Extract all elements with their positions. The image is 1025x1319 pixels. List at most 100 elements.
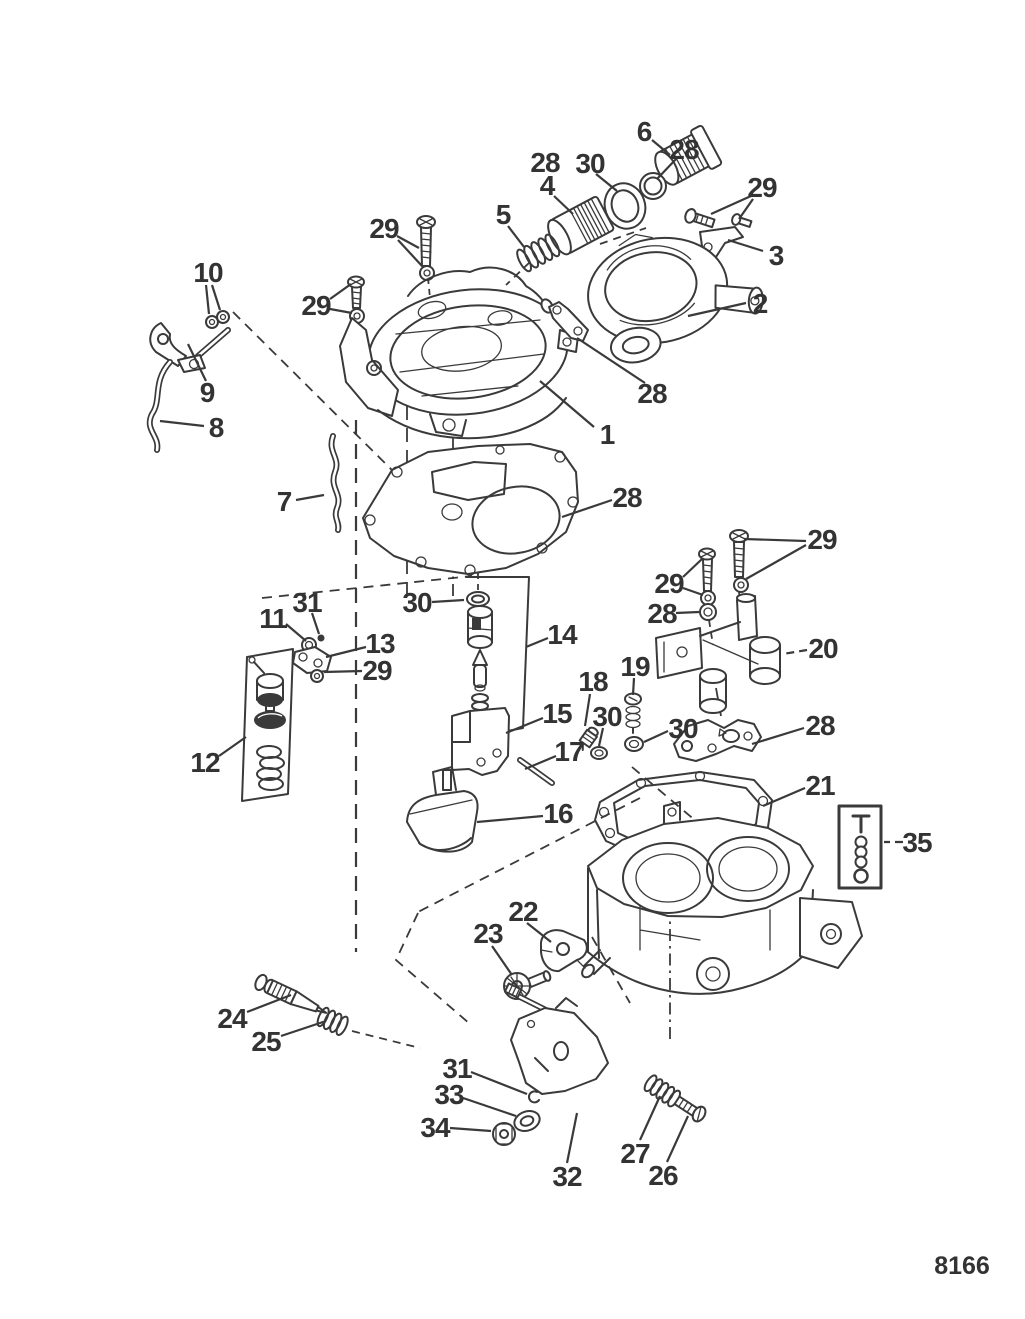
callout-29: 29 bbox=[362, 655, 392, 686]
callout-34: 34 bbox=[420, 1112, 451, 1143]
main-body-casting bbox=[581, 801, 863, 995]
leader-line-8 bbox=[159, 419, 205, 428]
callout-28: 28 bbox=[647, 598, 677, 629]
callout-35: 35 bbox=[902, 827, 932, 858]
part-2-choke-housing bbox=[587, 233, 764, 364]
part-28-plug-gasket bbox=[639, 172, 667, 200]
leader-line-28 bbox=[675, 610, 700, 615]
callout-28: 28 bbox=[637, 378, 667, 409]
callout-1: 1 bbox=[600, 419, 615, 450]
leader-line-28 bbox=[656, 157, 678, 180]
part-29-screw-short-right bbox=[698, 547, 716, 606]
leader-line-7 bbox=[295, 493, 325, 502]
callout-17: 17 bbox=[554, 736, 584, 767]
callout-22: 22 bbox=[508, 896, 538, 927]
part-25-needle-spring bbox=[316, 1006, 349, 1037]
leader-line-3 bbox=[727, 238, 764, 253]
part-8-choke-rod bbox=[146, 359, 173, 453]
leader-line-26 bbox=[665, 1115, 690, 1163]
callout-29: 29 bbox=[654, 568, 684, 599]
part-19-idle-screw-spring bbox=[624, 692, 642, 734]
part-18-check-valve bbox=[578, 726, 599, 751]
part-4-fuel-filter bbox=[547, 195, 615, 256]
part-29-screw-long-right bbox=[729, 529, 749, 593]
part-28-airhorn-gasket bbox=[362, 443, 579, 576]
leader-line-30 bbox=[431, 598, 465, 604]
leader-line-25 bbox=[280, 1019, 327, 1038]
part-15-float-hinge-bracket bbox=[451, 707, 510, 776]
leader-line-6 bbox=[651, 139, 671, 156]
callout-29: 29 bbox=[301, 290, 331, 321]
leader-line-29 bbox=[745, 544, 807, 580]
callout-13: 13 bbox=[365, 628, 395, 659]
leader-line-29 bbox=[710, 194, 752, 216]
part-35-kit-box bbox=[837, 804, 883, 890]
callout-28: 28 bbox=[669, 134, 699, 165]
callout-leader-lines bbox=[159, 139, 903, 1164]
leader-line-22 bbox=[526, 922, 552, 943]
leader-line-30 bbox=[595, 173, 618, 192]
callout-20: 20 bbox=[808, 633, 838, 664]
leader-line-29 bbox=[329, 307, 353, 315]
leader-line-29 bbox=[743, 537, 807, 543]
callout-23: 23 bbox=[473, 918, 503, 949]
leader-line-20 bbox=[782, 648, 808, 656]
callout-25: 25 bbox=[251, 1026, 281, 1057]
leader-line-17 bbox=[524, 754, 557, 771]
callout-28: 28 bbox=[805, 710, 835, 741]
leader-line-29 bbox=[682, 558, 703, 578]
leader-line-14 bbox=[525, 636, 549, 649]
callout-31: 31 bbox=[292, 587, 322, 618]
leader-line-12 bbox=[218, 736, 247, 757]
leader-line-28 bbox=[576, 337, 646, 384]
leader-line-30 bbox=[643, 730, 669, 743]
callout-15: 15 bbox=[542, 698, 572, 729]
callout-8: 8 bbox=[209, 412, 224, 443]
leader-line-4 bbox=[553, 195, 574, 215]
callout-30: 30 bbox=[592, 701, 622, 732]
callout-24: 24 bbox=[217, 1003, 248, 1034]
part-5-filter-spring bbox=[516, 233, 561, 273]
callout-26: 26 bbox=[648, 1160, 678, 1191]
part-30-idle-gasket bbox=[624, 736, 644, 752]
leader-line-29 bbox=[396, 235, 420, 249]
part-29-screw-choke-a bbox=[684, 208, 716, 229]
leader-line-24 bbox=[246, 993, 292, 1014]
callout-29: 29 bbox=[807, 524, 837, 555]
callout-28: 28 bbox=[530, 147, 560, 178]
part-9-choke-rod-lever bbox=[149, 322, 206, 373]
callout-12: 12 bbox=[190, 747, 220, 778]
leader-line-30 bbox=[597, 727, 605, 747]
leader-line-23 bbox=[491, 945, 513, 976]
leader-line-34 bbox=[449, 1126, 492, 1133]
part-7-pump-rod bbox=[328, 433, 342, 533]
leader-line-11 bbox=[285, 623, 307, 642]
part-26-screw bbox=[673, 1095, 707, 1123]
part-10-washers bbox=[195, 310, 231, 359]
callout-5: 5 bbox=[496, 199, 511, 230]
callout-30: 30 bbox=[668, 713, 698, 744]
leader-line-15 bbox=[505, 716, 544, 735]
part-29-screw-long-left bbox=[416, 215, 436, 281]
callout-6: 6 bbox=[637, 116, 652, 147]
callout-14: 14 bbox=[547, 619, 578, 650]
leader-line-28 bbox=[751, 726, 805, 746]
callout-27: 27 bbox=[620, 1138, 650, 1169]
leader-line-29 bbox=[397, 239, 423, 267]
leader-line-2 bbox=[687, 301, 747, 318]
part-27-spring bbox=[643, 1074, 682, 1108]
leader-line-19 bbox=[631, 677, 636, 696]
leader-line-10 bbox=[204, 284, 211, 315]
leader-line-27 bbox=[638, 1095, 662, 1141]
part-28-metering-gasket bbox=[673, 719, 762, 762]
leader-line-29 bbox=[738, 198, 754, 220]
callout-16: 16 bbox=[543, 798, 573, 829]
leader-line-5 bbox=[507, 225, 525, 248]
leader-line-33 bbox=[462, 1096, 517, 1118]
callout-30: 30 bbox=[402, 587, 432, 618]
leader-line-16 bbox=[476, 814, 544, 824]
callout-18: 18 bbox=[578, 666, 608, 697]
leader-line-29 bbox=[682, 586, 704, 597]
